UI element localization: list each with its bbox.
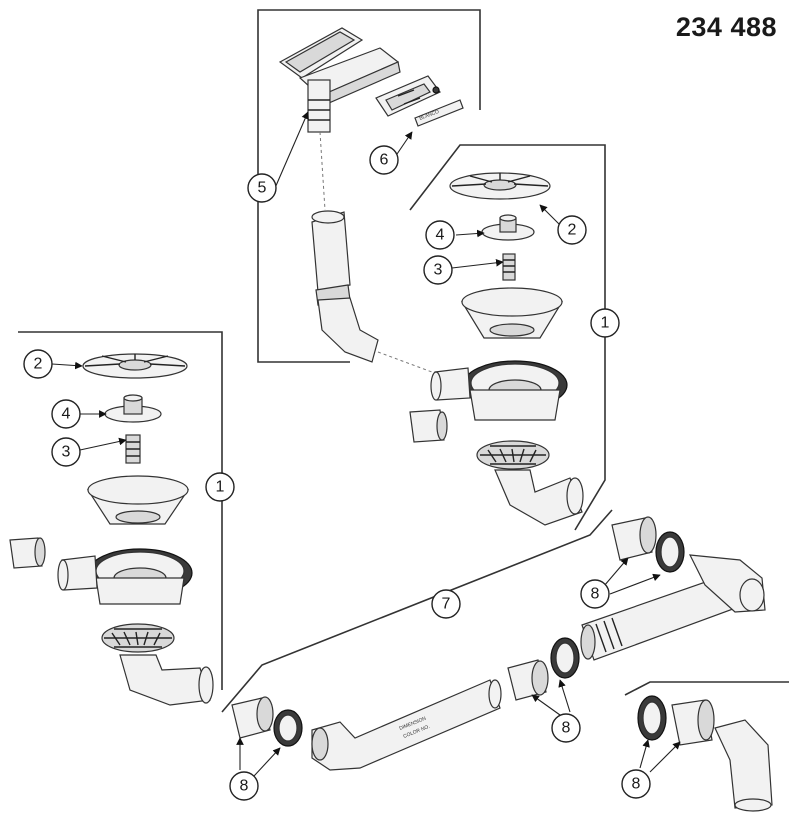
callout-4-left: 4 xyxy=(51,399,81,429)
callout-4-right-label: 4 xyxy=(436,227,445,244)
callout-1-left-label: 1 xyxy=(216,479,225,496)
left-bowl-group-frame xyxy=(18,331,223,690)
callout-4-left-label: 4 xyxy=(62,406,71,423)
callout-4-right: 4 xyxy=(425,220,455,250)
right-bowl-group-frame xyxy=(409,144,606,531)
overflow-group-frame xyxy=(257,9,481,363)
callout-3-right: 3 xyxy=(423,255,453,285)
overflow-assembly: BLANCO xyxy=(278,27,464,376)
callout-8-right: 8 xyxy=(621,769,651,799)
connector-group-frame xyxy=(221,509,613,713)
end-elbow-fitting xyxy=(637,695,773,812)
end-fitting-frame xyxy=(624,681,789,696)
callout-8-top: 8 xyxy=(580,579,610,609)
callout-1-left: 1 xyxy=(205,472,235,502)
callout-6-label: 6 xyxy=(380,152,389,169)
callout-8-left-label: 8 xyxy=(240,778,249,795)
callout-3-left: 3 xyxy=(51,437,81,467)
callout-7: 7 xyxy=(431,589,461,619)
callout-7-label: 7 xyxy=(442,596,451,613)
callout-2-left-label: 2 xyxy=(34,356,43,373)
callout-3-right-label: 3 xyxy=(434,262,443,279)
leader-lines xyxy=(51,111,681,777)
callout-8-right-label: 8 xyxy=(632,776,641,793)
connecting-pipe: DIMENSION COLOR NO. xyxy=(231,516,766,771)
callout-2-right-label: 2 xyxy=(568,222,577,239)
right-strainer-assembly xyxy=(409,172,584,526)
callout-5-label: 5 xyxy=(258,180,267,197)
callout-1-right: 1 xyxy=(590,308,620,338)
callout-8-middle: 8 xyxy=(551,713,581,743)
callout-2-right: 2 xyxy=(557,215,587,245)
callout-8-left: 8 xyxy=(229,771,259,801)
callout-5: 5 xyxy=(247,173,277,203)
callout-1-right-label: 1 xyxy=(601,315,610,332)
callout-2-left: 2 xyxy=(23,349,53,379)
callout-6: 6 xyxy=(369,145,399,175)
callout-8-top-label: 8 xyxy=(591,586,600,603)
part-number: 234 488 xyxy=(675,12,777,42)
left-strainer-assembly xyxy=(9,353,214,706)
callout-3-left-label: 3 xyxy=(62,444,71,461)
callout-8-middle-label: 8 xyxy=(562,720,571,737)
